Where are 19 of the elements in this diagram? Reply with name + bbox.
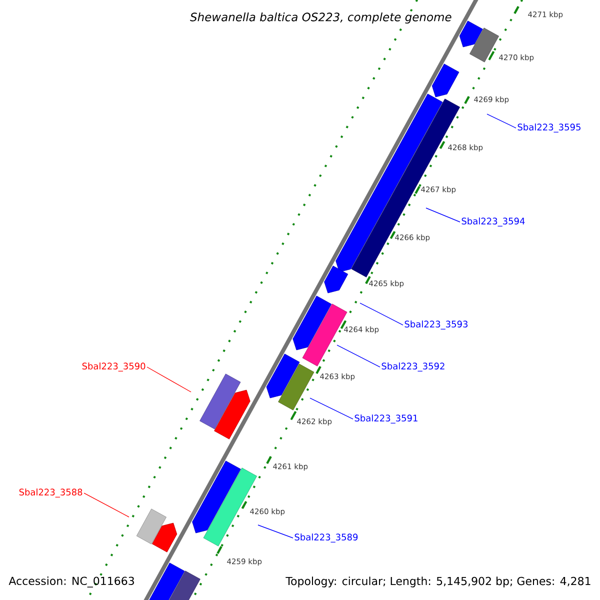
leader-line: [486, 114, 516, 128]
leader-line: [426, 208, 460, 222]
gene-label: Sbal223_3589: [294, 534, 358, 542]
gene-label: Sbal223_3594: [462, 218, 525, 226]
leader-line: [310, 398, 354, 420]
gene-label: Sbal223_3595: [518, 124, 580, 132]
gene-label: Sbal223_3588: [19, 488, 82, 498]
leader-line: [146, 366, 192, 392]
accession-label: Accession: NC_011663: [8, 576, 134, 588]
leader-line: [336, 344, 380, 368]
gene-label: Sbal223_3591: [354, 414, 418, 424]
genome-stats-label: Topology: circular; Length: 5,145,902 bp; Genes: 4,281: [286, 576, 590, 588]
leader-line: [258, 524, 294, 538]
title: Shewanella baltica OS223, complete genome: [189, 11, 453, 25]
gene-label: Sbal223_3590: [82, 362, 146, 372]
leader-line: [360, 302, 404, 326]
gene-label: Sbal223_3592: [382, 362, 444, 372]
leader-line: [84, 492, 130, 518]
gene-label: Sbal223_3593: [404, 320, 468, 330]
